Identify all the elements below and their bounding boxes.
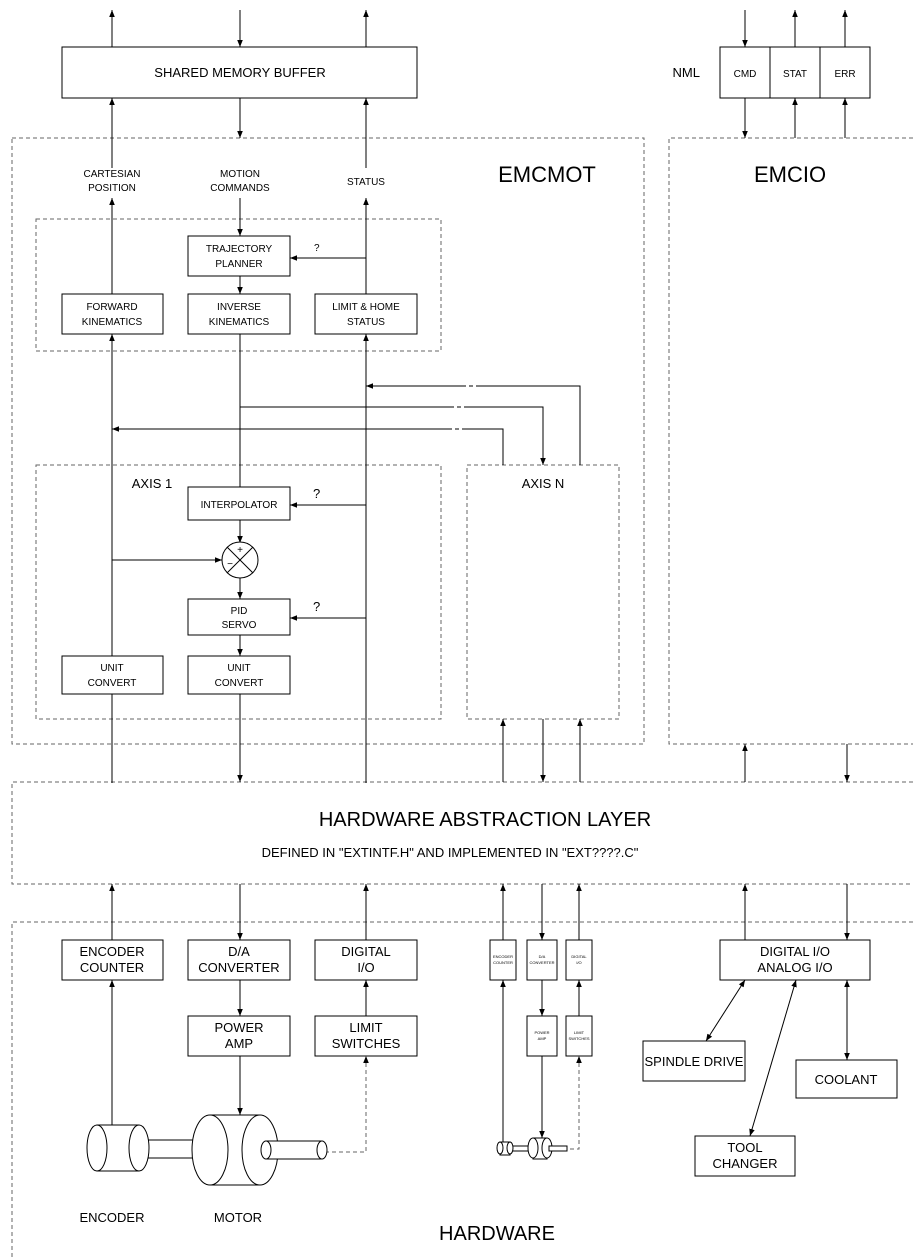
- power-amp: [187, 1015, 291, 1057]
- axis-n-region: [466, 464, 620, 720]
- svg-text:CONVERTER: CONVERTER: [529, 960, 554, 965]
- emcio-title: EMCIO: [754, 162, 826, 187]
- axis-n-title: AXIS N: [522, 476, 565, 491]
- svg-text:INVERSE: INVERSE: [217, 302, 261, 313]
- question-mark: ?: [314, 243, 320, 254]
- encoder-counter: [61, 939, 164, 981]
- svg-text:SERVO: SERVO: [222, 620, 257, 631]
- svg-text:ANALOG I/O: ANALOG I/O: [757, 960, 832, 975]
- svg-text:SPINDLE DRIVE: SPINDLE DRIVE: [645, 1054, 744, 1069]
- hardware-title: HARDWARE: [439, 1223, 555, 1245]
- unit-convert-output: [187, 655, 291, 695]
- svg-text:PLANNER: PLANNER: [215, 259, 262, 270]
- mini-encoder-counter: [489, 939, 517, 981]
- nml-cmd: CMD: [734, 69, 757, 80]
- axis-1-region: [35, 464, 442, 720]
- svg-text:INTERPOLATOR: INTERPOLATOR: [201, 500, 278, 511]
- unit-convert-feedback: [61, 655, 164, 695]
- svg-text:AMP: AMP: [225, 1036, 253, 1051]
- svg-text:UNIT: UNIT: [227, 663, 250, 674]
- hal-subtitle: DEFINED IN "EXTINTF.H" AND IMPLEMENTED I…: [262, 845, 639, 860]
- svg-text:STATUS: STATUS: [347, 317, 385, 328]
- emcmot-title: EMCMOT: [498, 162, 596, 187]
- svg-text:KINEMATICS: KINEMATICS: [82, 317, 143, 328]
- svg-text:+: +: [237, 545, 243, 556]
- svg-text:DIGITAL I/O: DIGITAL I/O: [760, 944, 830, 959]
- svg-text:SWITCHES: SWITCHES: [332, 1036, 401, 1051]
- svg-text:COOLANT: COOLANT: [815, 1072, 878, 1087]
- svg-text:−: −: [227, 559, 233, 570]
- trajectory-planner: [187, 235, 291, 277]
- nml-label: NML: [673, 65, 700, 80]
- svg-text:COUNTER: COUNTER: [80, 960, 144, 975]
- svg-text:PID: PID: [231, 606, 248, 617]
- hal-region: [11, 781, 913, 885]
- limit-home-status: [314, 293, 418, 335]
- inverse-kinematics: [187, 293, 291, 335]
- mini-encoder-motor-drawing: [496, 1137, 568, 1160]
- tool-changer: [694, 1135, 796, 1177]
- coolant: [795, 1059, 898, 1099]
- svg-text:I/O: I/O: [357, 960, 374, 975]
- svg-text:I/O: I/O: [576, 960, 581, 965]
- kinematics-group: [35, 218, 442, 352]
- svg-text:DIGITAL: DIGITAL: [341, 944, 391, 959]
- svg-text:UNIT: UNIT: [100, 663, 123, 674]
- svg-text:POWER: POWER: [214, 1020, 263, 1035]
- svg-text:CHANGER: CHANGER: [712, 1156, 777, 1171]
- digital-analog-io: [719, 939, 871, 981]
- svg-text:LIMIT: LIMIT: [574, 1030, 585, 1035]
- svg-text:LIMIT: LIMIT: [349, 1020, 382, 1035]
- svg-text:ENCODER: ENCODER: [493, 954, 513, 959]
- nml-err: ERR: [834, 69, 855, 80]
- svg-text:DIGITAL: DIGITAL: [571, 954, 587, 959]
- svg-text:CONVERT: CONVERT: [215, 678, 264, 689]
- encoder-motor-drawing: [86, 1114, 328, 1186]
- pid-servo: [187, 598, 291, 636]
- svg-text:CONVERT: CONVERT: [88, 678, 137, 689]
- svg-text:SWITCHES: SWITCHES: [568, 1036, 589, 1041]
- digital-io: [314, 939, 418, 981]
- svg-text:AMP: AMP: [538, 1036, 547, 1041]
- nml-channel-box: [719, 46, 871, 99]
- question-mark: ?: [313, 486, 320, 501]
- motor-label: MOTOR: [214, 1210, 262, 1225]
- svg-text:ENCODER: ENCODER: [79, 944, 144, 959]
- hal-title: HARDWARE ABSTRACTION LAYER: [319, 809, 651, 831]
- svg-text:D/A: D/A: [539, 954, 546, 959]
- emcio-region: [668, 137, 913, 745]
- svg-text:POSITION: POSITION: [88, 183, 136, 194]
- motion-commands-label: MOTION: [220, 169, 260, 180]
- svg-text:TOOL: TOOL: [727, 1140, 762, 1155]
- spindle-drive: [642, 1040, 746, 1082]
- svg-text:TRAJECTORY: TRAJECTORY: [206, 244, 273, 255]
- svg-text:COUNTER: COUNTER: [493, 960, 513, 965]
- shared-memory-buffer: [61, 46, 418, 99]
- svg-text:D/A: D/A: [228, 944, 250, 959]
- emcmot-region: [11, 137, 645, 745]
- encoder-label: ENCODER: [79, 1210, 144, 1225]
- interpolator: [187, 486, 291, 521]
- nml-stat: STAT: [783, 69, 807, 80]
- shared-memory-buffer-label: SHARED MEMORY BUFFER: [154, 65, 325, 80]
- axis-1-title: AXIS 1: [132, 476, 172, 491]
- svg-text:KINEMATICS: KINEMATICS: [209, 317, 270, 328]
- limit-switches: [314, 1015, 418, 1057]
- da-converter: [187, 939, 291, 981]
- svg-text:LIMIT & HOME: LIMIT & HOME: [332, 302, 400, 313]
- svg-text:CONVERTER: CONVERTER: [198, 960, 279, 975]
- svg-text:COMMANDS: COMMANDS: [210, 183, 270, 194]
- svg-text:FORWARD: FORWARD: [86, 302, 137, 313]
- status-label: STATUS: [347, 177, 385, 188]
- forward-kinematics: [61, 293, 164, 335]
- question-mark: ?: [313, 599, 320, 614]
- cartesian-position-label: CARTESIAN: [83, 169, 140, 180]
- svg-text:POWER: POWER: [534, 1030, 549, 1035]
